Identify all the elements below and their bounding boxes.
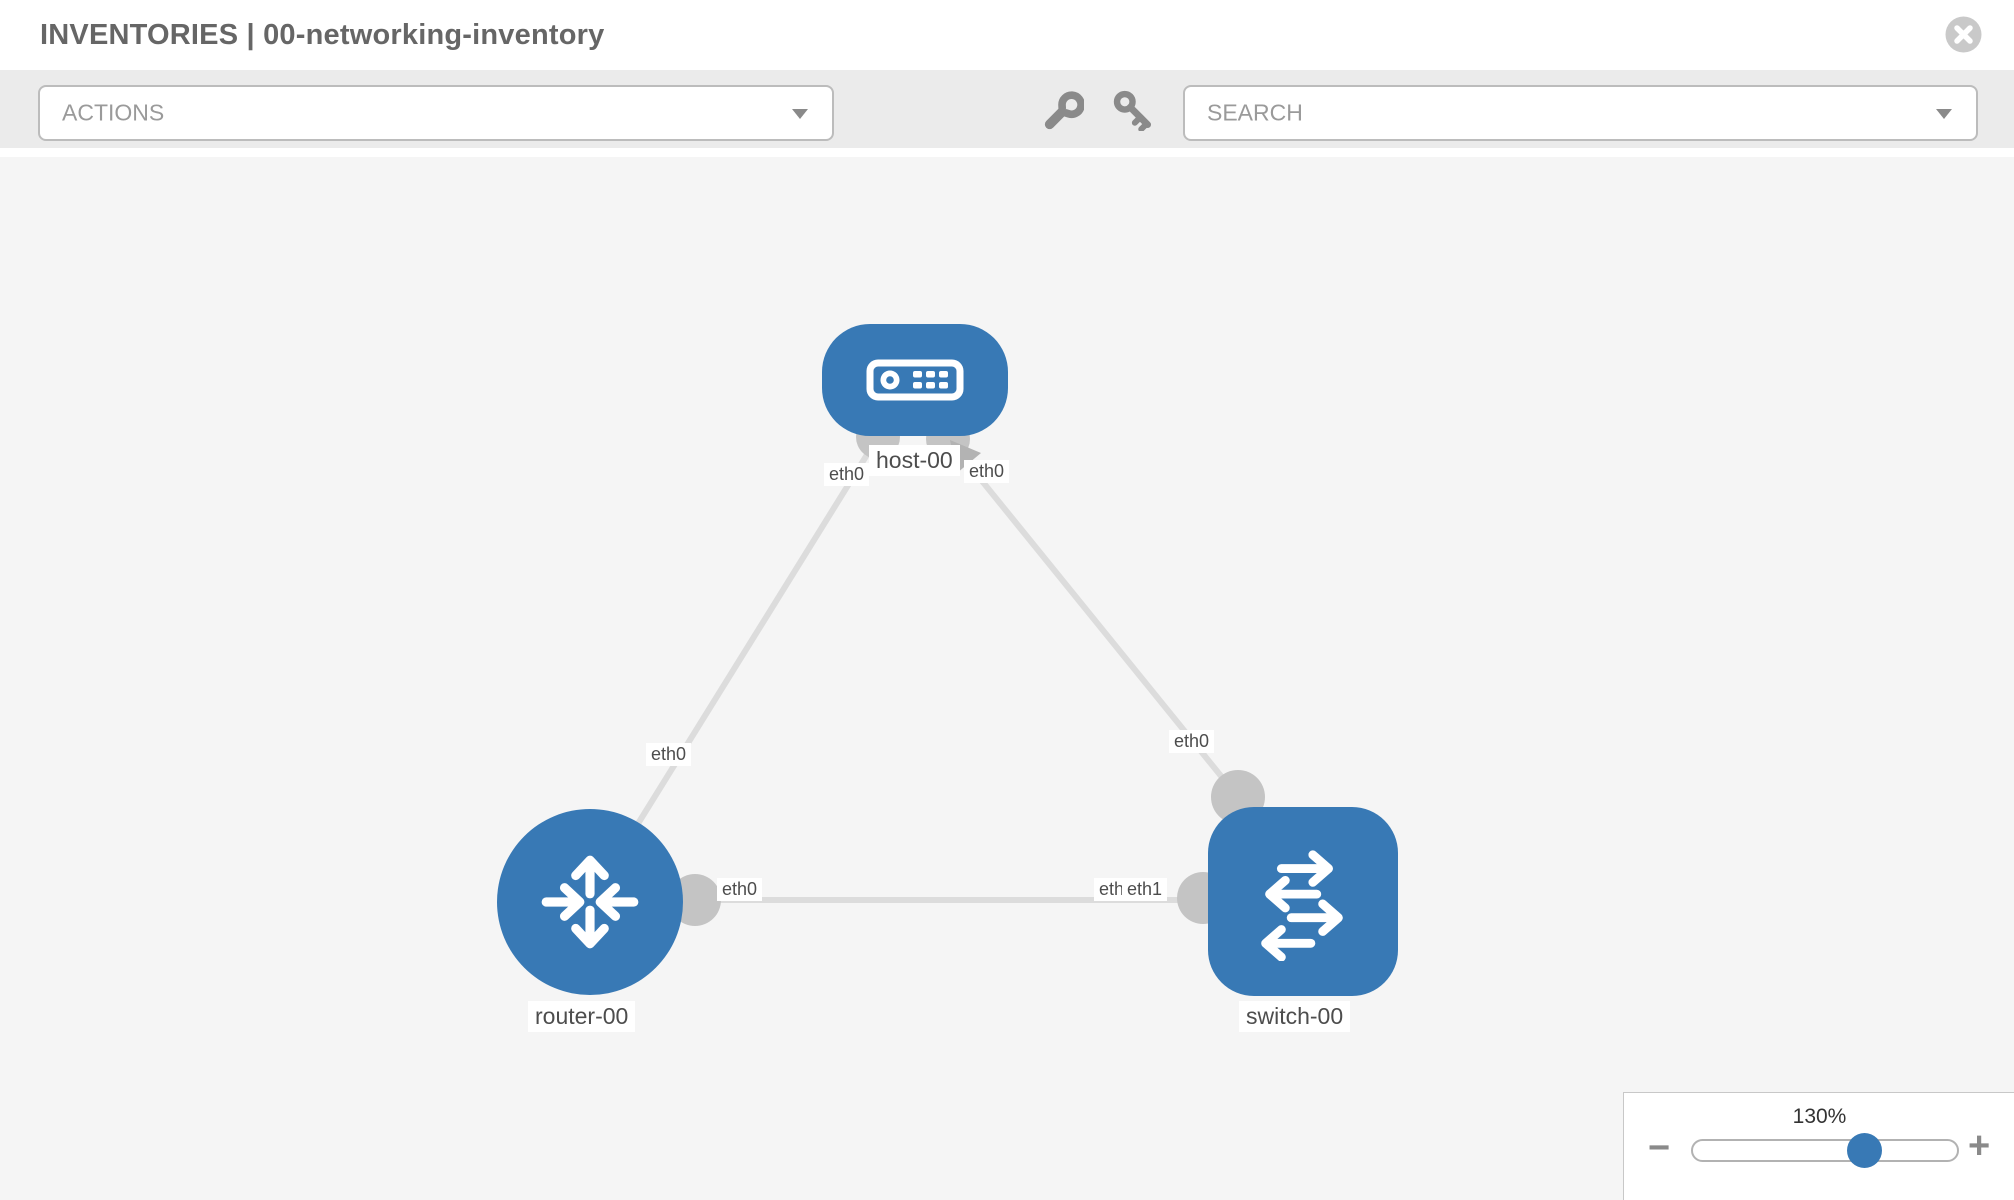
chevron-down-icon [792, 109, 808, 119]
key-icon [1113, 90, 1152, 133]
page-title: INVENTORIES | 00-networking-inventory [40, 19, 605, 51]
node-router-00[interactable] [497, 809, 683, 995]
search-dropdown-label: SEARCH [1207, 99, 1303, 126]
zoom-panel: 130% − + [1623, 1092, 2014, 1200]
zoom-slider-track[interactable] [1691, 1139, 1959, 1162]
interface-label-switch-eth1: eth1 [1122, 878, 1168, 901]
toolbar: ACTIONS SEARCH [0, 70, 2014, 148]
search-dropdown[interactable]: SEARCH [1183, 85, 1978, 141]
interface-label-host-right: eth0 [964, 460, 1010, 483]
modal-header: INVENTORIES | 00-networking-inventory [0, 0, 2014, 70]
zoom-slider-thumb[interactable] [1847, 1133, 1882, 1168]
node-switch-00[interactable] [1208, 807, 1398, 996]
zoom-out-button[interactable]: − [1648, 1127, 1671, 1169]
interface-label-host-left: eth0 [824, 463, 870, 486]
zoom-in-button[interactable]: + [1968, 1125, 1991, 1167]
node-label-switch: switch-00 [1239, 1001, 1351, 1032]
switch-icon [1261, 849, 1343, 961]
close-icon [1945, 16, 1982, 53]
topology-links-svg [587, 415, 1303, 926]
interface-label-router-eth0: eth0 [717, 878, 763, 901]
wrench-button[interactable] [1042, 89, 1085, 136]
zoom-value: 130% [1792, 1105, 1847, 1128]
wrench-icon [1044, 91, 1085, 130]
actions-dropdown[interactable]: ACTIONS [38, 85, 834, 141]
node-label-router: router-00 [528, 1001, 636, 1032]
node-host-00[interactable] [822, 324, 1008, 436]
actions-dropdown-label: ACTIONS [62, 99, 165, 126]
interface-label-host-switch: eth0 [1169, 730, 1215, 753]
host-icon [866, 359, 964, 401]
node-label-host: host-00 [869, 445, 960, 476]
close-button[interactable] [1945, 16, 1982, 53]
topology-canvas[interactable]: host-00 router-00 switch-00 eth0 eth0 et… [0, 148, 2014, 1200]
interface-label-router-host: eth0 [646, 743, 692, 766]
key-button[interactable] [1112, 89, 1154, 136]
chevron-down-icon [1936, 109, 1952, 119]
router-icon [541, 855, 639, 949]
